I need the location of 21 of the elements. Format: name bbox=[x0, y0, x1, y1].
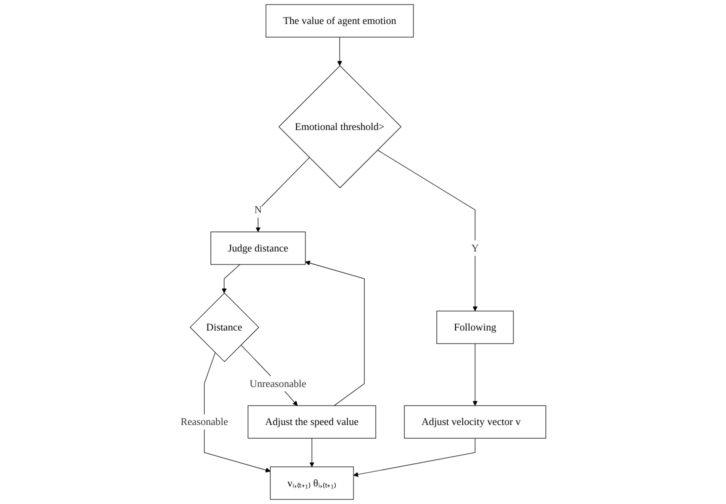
node-box: Adjust the speed value bbox=[248, 405, 376, 439]
node-diamond: Emotional threshold> bbox=[278, 65, 402, 188]
arrow bbox=[336, 36, 342, 66]
node-diamond: Distance bbox=[190, 292, 259, 362]
node-box: The value of agent emotion bbox=[265, 4, 414, 38]
arrow bbox=[304, 260, 364, 406]
arrow bbox=[377, 150, 478, 312]
node-box: vᵢ,₍ₜ₊₁₎ θᵢ,₍ₜ₊₁₎ bbox=[270, 466, 354, 500]
arrow bbox=[255, 157, 310, 232]
arrow bbox=[221, 264, 240, 294]
edge-label: Unreasonable bbox=[249, 378, 306, 390]
edge-label: Y bbox=[471, 242, 479, 254]
edge-label: Reasonable bbox=[180, 416, 228, 428]
arrow bbox=[204, 352, 270, 472]
arrow bbox=[472, 343, 478, 406]
edge-label: N bbox=[254, 204, 262, 216]
node-box: Judge distance bbox=[210, 232, 306, 265]
arrow bbox=[309, 438, 314, 468]
node-box: Adjust velocity vector v⃗ bbox=[404, 405, 546, 439]
node-box: Following bbox=[436, 310, 514, 344]
arrow bbox=[353, 438, 476, 477]
